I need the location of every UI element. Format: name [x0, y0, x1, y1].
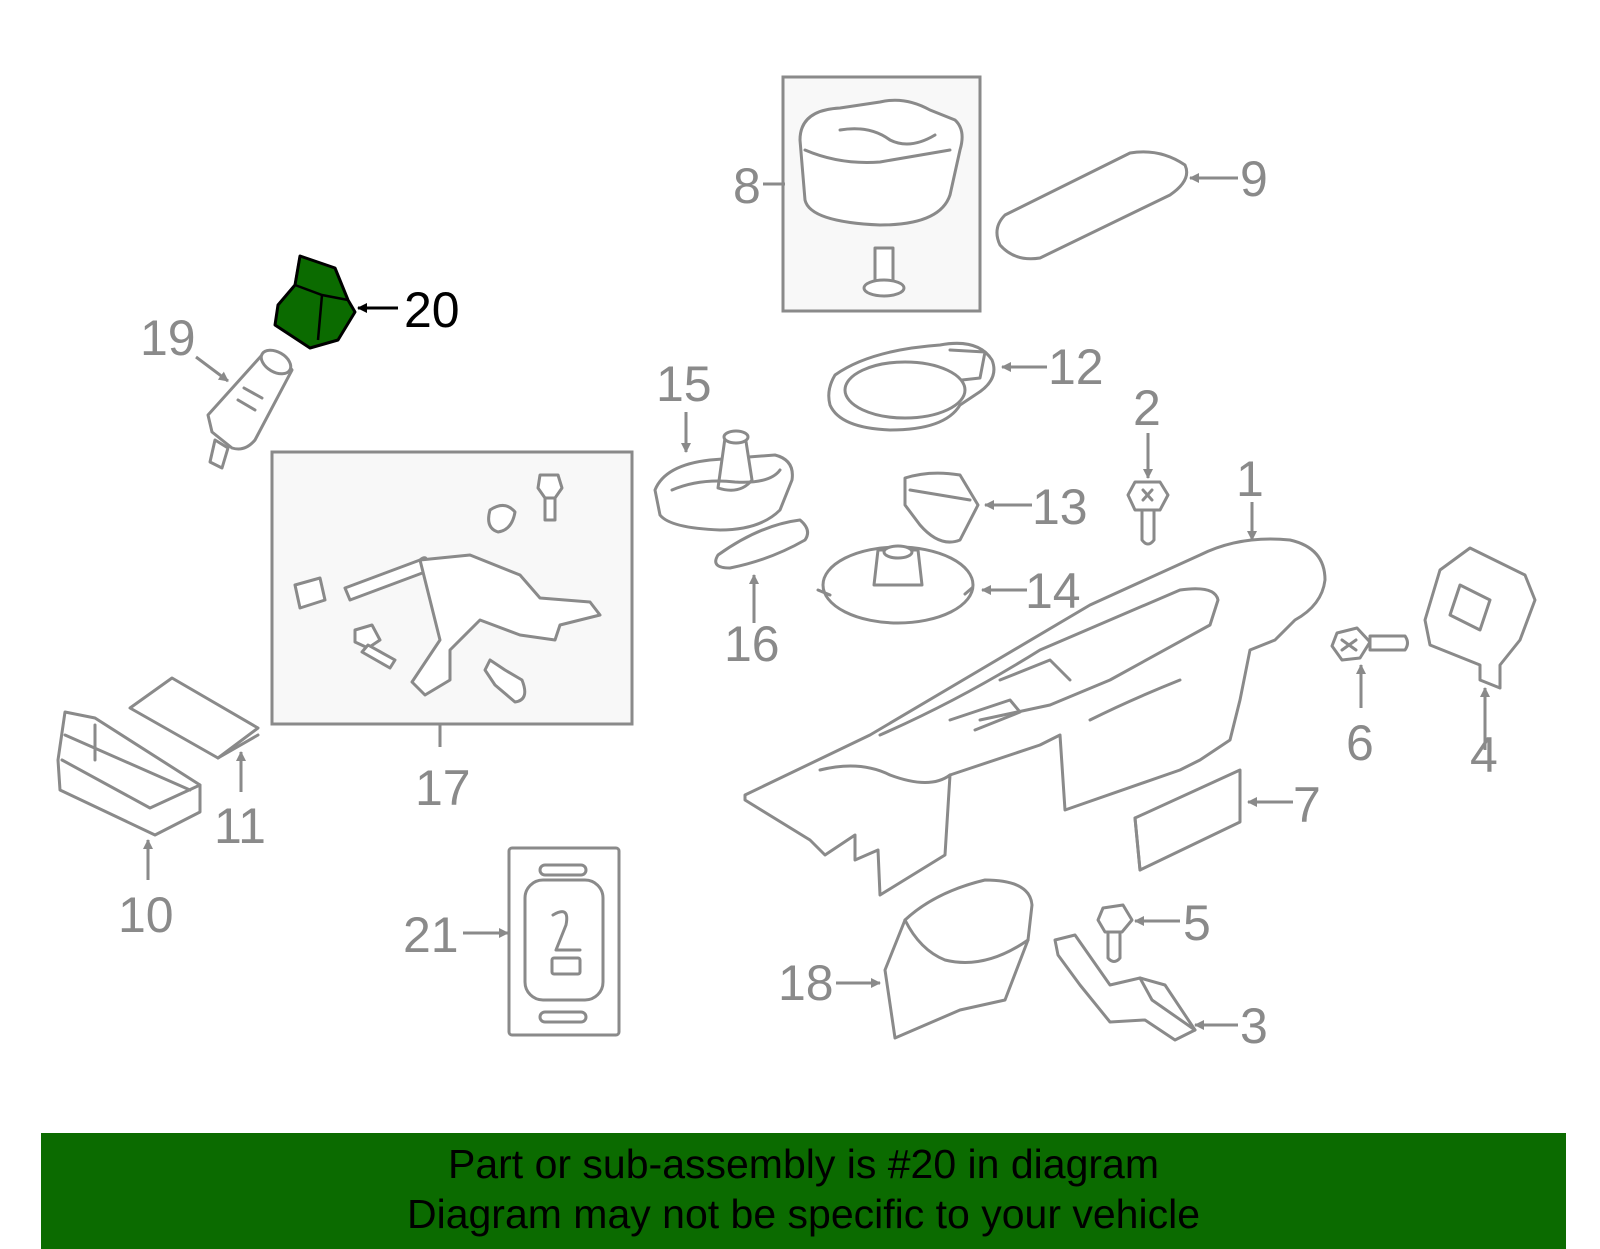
callout-4: 4: [1470, 727, 1498, 783]
part-8-cupholder[interactable]: [781, 75, 982, 313]
part-10-tray[interactable]: [56, 710, 202, 837]
part-3-bracket[interactable]: [1053, 933, 1197, 1042]
callout-20: 20: [404, 282, 460, 338]
callout-11: 11: [214, 798, 266, 854]
callout-16: 16: [724, 616, 780, 672]
banner-line-2: Diagram may not be specific to your vehi…: [406, 1191, 1200, 1237]
banner-line-1: Part or sub-assembly is #20 in diagram: [448, 1141, 1159, 1187]
part-20-highlighted[interactable]: [273, 254, 357, 350]
callout-6: 6: [1346, 715, 1374, 771]
callout-12: 12: [1048, 339, 1104, 395]
callout-14: 14: [1025, 563, 1081, 619]
part-19-socket[interactable]: [206, 345, 295, 470]
part-2-bolt[interactable]: [1126, 480, 1170, 546]
callout-8: 8: [733, 158, 761, 214]
part-18-cover[interactable]: [883, 878, 1034, 1040]
callout-3: 3: [1240, 998, 1268, 1054]
callout-8-group: 8: [733, 158, 785, 214]
callout-21: 21: [403, 907, 459, 963]
info-banner: Part or sub-assembly is #20 in diagram D…: [41, 1133, 1566, 1249]
part-6-bolt[interactable]: [1330, 626, 1409, 662]
callout-17: 17: [415, 760, 471, 816]
callout-9: 9: [1240, 151, 1268, 207]
callout-18: 18: [778, 955, 834, 1011]
part-1-center-console[interactable]: [743, 537, 1327, 897]
callout-1: 1: [1236, 451, 1264, 507]
callout-2: 2: [1133, 380, 1161, 436]
part-17-bracket-assembly[interactable]: [270, 450, 634, 726]
callout-13: 13: [1032, 479, 1088, 535]
callout-5: 5: [1183, 895, 1211, 951]
part-13-switch[interactable]: [903, 471, 980, 544]
part-11-pad[interactable]: [128, 676, 260, 760]
callout-15: 15: [656, 356, 712, 412]
part-21-heated-seat-switch[interactable]: [507, 846, 621, 1037]
part-14-boot-ring[interactable]: [816, 544, 975, 625]
part-5-bolt[interactable]: [1096, 903, 1134, 963]
part-4-bracket[interactable]: [1423, 546, 1537, 690]
part-7-pad[interactable]: [1133, 768, 1242, 872]
callout-7: 7: [1293, 777, 1321, 833]
callout-19: 19: [140, 310, 196, 366]
part-16-bezel[interactable]: [714, 518, 810, 570]
part-9-mat[interactable]: [995, 150, 1189, 261]
part-15-shift-boot[interactable]: [653, 429, 794, 532]
part-12-trim-ring[interactable]: [827, 341, 996, 432]
callout-10: 10: [118, 887, 174, 943]
